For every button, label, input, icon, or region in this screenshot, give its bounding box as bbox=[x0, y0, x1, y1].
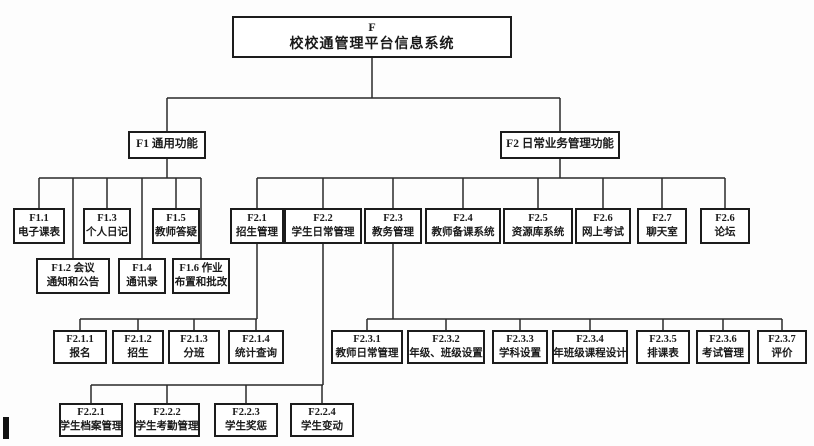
node-root-code: F bbox=[368, 20, 376, 35]
node-f2-2-label: 学生日常管理 bbox=[291, 227, 355, 238]
node-f2-2-2-code: F2.2.2 bbox=[153, 406, 181, 418]
node-f2-3-4: F2.3.4 年班级课程设计 bbox=[552, 330, 628, 364]
node-f2-3-5-label: 排课表 bbox=[647, 348, 679, 359]
node-f2-2-4-label: 学生变动 bbox=[301, 421, 343, 432]
node-f2-label: F2 日常业务管理功能 bbox=[506, 138, 614, 151]
node-f2-4-label: 教师备课系统 bbox=[431, 227, 495, 238]
node-f1-5-label: 教师答疑 bbox=[155, 227, 197, 238]
node-f1-6-label: 布置和批改 bbox=[174, 277, 228, 288]
node-f2-1-3-code: F2.1.3 bbox=[180, 333, 208, 345]
node-f2-6-forum-code: F2.6 bbox=[715, 212, 735, 224]
node-f2-3-4-code: F2.3.4 bbox=[576, 333, 604, 345]
node-f2-1-4: F2.1.4 统计查询 bbox=[228, 330, 284, 364]
node-f2-3-7-label: 评价 bbox=[771, 348, 793, 359]
node-f1-1-code: F1.1 bbox=[29, 212, 49, 224]
node-f2-2-1-code: F2.2.1 bbox=[77, 406, 105, 418]
node-f2-2-2-label: 学生考勤管理 bbox=[135, 421, 199, 432]
node-f2-6-label: 网上考试 bbox=[582, 227, 624, 238]
node-root: F 校校通管理平台信息系统 bbox=[232, 16, 512, 58]
node-f2-4: F2.4 教师备课系统 bbox=[425, 208, 501, 244]
node-f2-6-forum: F2.6 论坛 bbox=[700, 208, 750, 244]
node-f2-3-3-code: F2.3.3 bbox=[506, 333, 534, 345]
node-f2-1-2-label: 招生 bbox=[127, 348, 149, 359]
node-f2-3-2-label: 年级、班级设置 bbox=[409, 348, 483, 359]
node-f2-7: F2.7 聊天室 bbox=[637, 208, 687, 244]
node-f2-2-code: F2.2 bbox=[313, 212, 333, 224]
node-f1-2-code: F1.2 会议 bbox=[51, 262, 95, 274]
node-f2-3-6-code: F2.3.6 bbox=[709, 333, 737, 345]
node-f2-2-3-code: F2.2.3 bbox=[232, 406, 260, 418]
node-f2-2-1-label: 学生档案管理 bbox=[59, 421, 123, 432]
node-f2-1-label: 招生管理 bbox=[236, 227, 278, 238]
node-f1: F1 通用功能 bbox=[128, 131, 206, 159]
node-f2-5-code: F2.5 bbox=[528, 212, 548, 224]
node-f1-3-code: F1.3 bbox=[97, 212, 117, 224]
node-f2-1-1-label: 报名 bbox=[69, 348, 91, 359]
node-f2-1-2-code: F2.1.2 bbox=[124, 333, 152, 345]
node-f2-2-1: F2.2.1 学生档案管理 bbox=[59, 403, 123, 437]
node-f2: F2 日常业务管理功能 bbox=[500, 131, 620, 159]
node-f1-5: F1.5 教师答疑 bbox=[152, 208, 200, 244]
node-f2-3-1-code: F2.3.1 bbox=[353, 333, 381, 345]
node-f1-4: F1.4 通讯录 bbox=[118, 258, 166, 294]
node-f2-3-code: F2.3 bbox=[383, 212, 403, 224]
node-f2-3-7: F2.3.7 评价 bbox=[757, 330, 807, 364]
node-f2-3-2: F2.3.2 年级、班级设置 bbox=[407, 330, 485, 364]
node-f1-6: F1.6 作业 布置和批改 bbox=[172, 258, 230, 294]
node-f2-6-code: F2.6 bbox=[593, 212, 613, 224]
node-f2-3-7-code: F2.3.7 bbox=[768, 333, 796, 345]
node-f2-2: F2.2 学生日常管理 bbox=[284, 208, 362, 244]
scan-artifact-mark bbox=[3, 417, 9, 439]
node-f2-1: F2.1 招生管理 bbox=[230, 208, 284, 244]
node-f2-1-1-code: F2.1.1 bbox=[66, 333, 94, 345]
node-f2-2-4-code: F2.2.4 bbox=[308, 406, 336, 418]
node-f2-3-1: F2.3.1 教师日常管理 bbox=[331, 330, 403, 364]
node-f1-2-label: 通知和公告 bbox=[46, 277, 100, 288]
node-f2-4-code: F2.4 bbox=[453, 212, 473, 224]
node-f2-3-6-label: 考试管理 bbox=[702, 348, 744, 359]
node-f1-4-code: F1.4 bbox=[132, 262, 152, 274]
node-f2-3-3-label: 学科设置 bbox=[499, 348, 541, 359]
node-f2-1-4-label: 统计查询 bbox=[235, 348, 277, 359]
node-f1-2: F1.2 会议 通知和公告 bbox=[36, 258, 110, 294]
node-f1-5-code: F1.5 bbox=[166, 212, 186, 224]
node-f2-7-label: 聊天室 bbox=[646, 227, 678, 238]
node-f2-3-4-label: 年班级课程设计 bbox=[553, 348, 627, 359]
node-f2-3-3: F2.3.3 学科设置 bbox=[492, 330, 548, 364]
node-f2-1-3-label: 分班 bbox=[183, 348, 205, 359]
node-f2-1-4-code: F2.1.4 bbox=[242, 333, 270, 345]
node-f2-3-1-label: 教师日常管理 bbox=[335, 348, 399, 359]
node-f2-2-2: F2.2.2 学生考勤管理 bbox=[134, 403, 200, 437]
node-f2-5-label: 资源库系统 bbox=[511, 227, 565, 238]
node-f2-1-code: F2.1 bbox=[247, 212, 267, 224]
node-f2-3-5-code: F2.3.5 bbox=[649, 333, 677, 345]
node-f2-2-4: F2.2.4 学生变动 bbox=[290, 403, 354, 437]
node-f2-3-5: F2.3.5 排课表 bbox=[636, 330, 690, 364]
node-f1-4-label: 通讯录 bbox=[126, 277, 158, 288]
node-f1-1-label: 电子课表 bbox=[18, 227, 60, 238]
node-f2-1-1: F2.1.1 报名 bbox=[53, 330, 107, 364]
node-f1-3-label: 个人日记 bbox=[86, 227, 128, 238]
node-f2-3-6: F2.3.6 考试管理 bbox=[696, 330, 750, 364]
node-f2-5: F2.5 资源库系统 bbox=[503, 208, 573, 244]
node-f1-label: F1 通用功能 bbox=[136, 138, 198, 151]
node-root-title: 校校通管理平台信息系统 bbox=[289, 36, 455, 52]
node-f1-1: F1.1 电子课表 bbox=[13, 208, 65, 244]
node-f2-2-3-label: 学生奖惩 bbox=[225, 421, 267, 432]
node-f1-6-code: F1.6 作业 bbox=[179, 262, 223, 274]
node-f2-6: F2.6 网上考试 bbox=[575, 208, 631, 244]
node-f2-2-3: F2.2.3 学生奖惩 bbox=[214, 403, 278, 437]
node-f2-1-2: F2.1.2 招生 bbox=[112, 330, 164, 364]
node-f2-1-3: F2.1.3 分班 bbox=[168, 330, 220, 364]
node-f2-3: F2.3 教务管理 bbox=[364, 208, 422, 244]
node-f2-3-2-code: F2.3.2 bbox=[432, 333, 460, 345]
node-f2-3-label: 教务管理 bbox=[372, 227, 414, 238]
node-f1-3: F1.3 个人日记 bbox=[83, 208, 131, 244]
node-f2-6-forum-label: 论坛 bbox=[714, 227, 736, 238]
node-f2-7-code: F2.7 bbox=[652, 212, 672, 224]
